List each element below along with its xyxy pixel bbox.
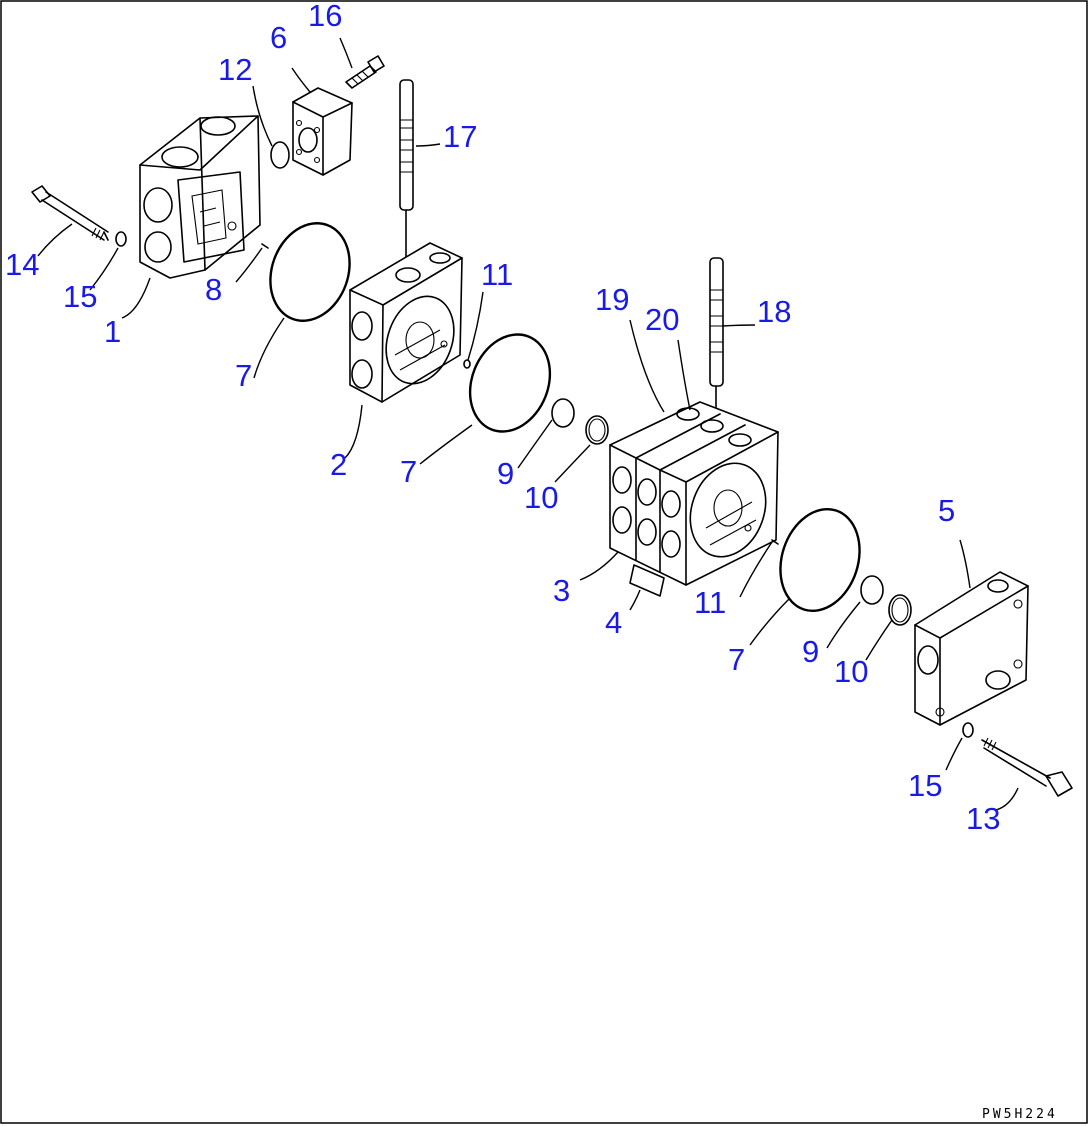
part-17-spool [399,79,414,259]
part-7-large-o-ring [269,222,351,322]
part-15-washer [115,231,127,247]
callout-labels: 1 2 3 4 5 6 7 7 7 8 9 9 10 10 11 11 12 1… [5,0,1000,836]
callout-3: 3 [553,573,570,608]
callout-20: 20 [645,302,679,337]
callout-13: 13 [966,801,1000,836]
leader-lines [37,37,1019,811]
callout-7b: 7 [400,454,417,489]
callout-9a: 9 [497,456,514,491]
part-5-end-cover [914,571,1029,726]
part-2-section-housing [349,242,463,403]
part-15-washer [962,722,974,738]
part-10-backup-ring [888,594,912,626]
part-18-spool [709,257,724,441]
callout-6: 6 [270,20,287,55]
callout-10a: 10 [524,480,558,515]
callout-11b: 11 [694,585,726,620]
callout-9b: 9 [802,634,819,669]
callout-7c: 7 [728,642,745,677]
callout-12: 12 [218,52,252,87]
callout-1: 1 [104,314,121,349]
callout-10b: 10 [834,654,868,689]
callout-4: 4 [605,605,622,640]
part-1-inlet-housing [139,115,261,279]
drawing-code: PW5H224 [982,1107,1058,1122]
callout-16: 16 [308,0,342,33]
callout-5: 5 [938,493,955,528]
part-10-backup-ring [585,415,609,445]
part-8-pin [261,243,269,249]
part-7-large-o-ring [468,333,552,433]
callout-14: 14 [5,247,39,282]
callout-11a: 11 [481,257,513,292]
part-12-o-ring [270,141,290,169]
callout-18: 18 [757,294,791,329]
callout-7a: 7 [235,358,252,393]
callout-15b: 15 [908,768,942,803]
part-9-o-ring [551,398,575,428]
callout-15a: 15 [63,279,97,314]
callout-8: 8 [205,272,222,307]
callout-17: 17 [443,119,477,154]
part-9-o-ring [860,575,884,605]
callout-19: 19 [595,282,629,317]
part-14-tie-bolt [31,185,109,241]
part-11-pin [771,539,779,545]
part-3-section-block [609,401,779,586]
part-6-flange-block [292,87,353,176]
part-4-shim [629,564,665,597]
part-13-tie-bolt [981,737,1073,797]
part-7-large-o-ring [779,507,861,613]
callout-2: 2 [330,447,347,482]
part-16-bolt [345,55,385,89]
part-11-pin [463,359,471,369]
